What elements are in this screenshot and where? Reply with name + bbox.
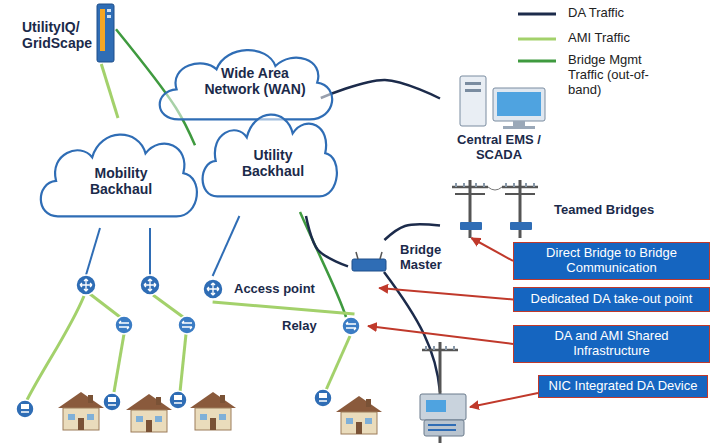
callout-text: NIC Integrated DA Device [549, 379, 698, 394]
houses [58, 392, 382, 434]
node-label: Mobility Backhaul [81, 165, 161, 197]
callout-arrow [471, 238, 513, 261]
callout-arrow [379, 288, 513, 299]
wan-cloud: Wide Area Network (WAN) [150, 36, 340, 136]
server-label: Central EMS / SCADA [440, 70, 558, 165]
callout-arrow [368, 326, 513, 344]
backhaul-links [86, 228, 150, 275]
node-label: Access point [234, 282, 315, 297]
legend-swatch [516, 31, 560, 47]
utility-poles [452, 180, 538, 238]
traffic-line [306, 216, 348, 266]
bridge-label: Bridge Master [348, 240, 452, 288]
callout-arrow [470, 393, 538, 407]
legend-line [518, 13, 556, 16]
bridge-master-device [352, 252, 386, 271]
traffic-line [213, 216, 240, 276]
cloud-outline [160, 50, 332, 119]
callout-text: Direct Bridge to Bridge Communication [520, 246, 703, 276]
legend-text: AMI Traffic [568, 31, 678, 46]
callout-text: DA and AMI Shared Infrastructure [520, 329, 703, 359]
traffic-line [213, 302, 355, 314]
legend-swatch [516, 53, 560, 69]
backhaul-cloud: Utility Backhaul [195, 98, 343, 216]
server-rack [97, 4, 114, 62]
node-label: Relay [282, 319, 317, 334]
traffic-line [321, 80, 440, 99]
node-label: Teamed Bridges [554, 203, 654, 218]
nic-da-device [420, 342, 466, 443]
node-label: Wide Area Network (WAN) [199, 65, 311, 97]
callout-box: Direct Bridge to Bridge Communication [513, 242, 710, 280]
relay-icons [115, 316, 360, 335]
mgmt-line [300, 212, 346, 317]
legend-line [518, 38, 556, 41]
cloud-outline [41, 135, 197, 217]
access-point-icons [76, 275, 223, 299]
legend-text: DA Traffic [568, 6, 678, 21]
meter-icons [16, 389, 332, 418]
legend-swatch [516, 6, 560, 22]
traffic-line [101, 64, 118, 118]
node-label: UtilityIQ/ GridScape [22, 19, 96, 51]
legend-entry: Bridge Mgmt Traffic (out-of-band) [516, 53, 662, 98]
backhaul-cloud: Mobility Backhaul [32, 118, 204, 236]
scada-computer [460, 76, 545, 129]
bridge-radios [460, 222, 532, 230]
access-point-label: Access point [200, 276, 326, 302]
callout-box: Dedicated DA take-out point [513, 287, 710, 312]
callout-box: NIC Integrated DA Device [538, 375, 708, 398]
relay-label: Relay [278, 314, 368, 338]
legend-text: Bridge Mgmt Traffic (out-of-band) [568, 53, 662, 98]
legend-line [518, 60, 556, 63]
cloud-outline [203, 115, 337, 197]
traffic-line [384, 225, 440, 240]
node-label: Bridge Master [400, 243, 450, 273]
bridge-label: Teamed Bridges [440, 176, 664, 238]
node-label: Central EMS / SCADA [451, 133, 547, 163]
legend-entry: AMI Traffic [516, 31, 678, 47]
callout-text: Dedicated DA take-out point [531, 292, 693, 307]
legend-entry: DA Traffic [516, 6, 678, 22]
server-label: UtilityIQ/ GridScape [18, 6, 116, 64]
node-label: Utility Backhaul [233, 147, 313, 179]
callout-box: DA and AMI Shared Infrastructure [513, 325, 710, 363]
